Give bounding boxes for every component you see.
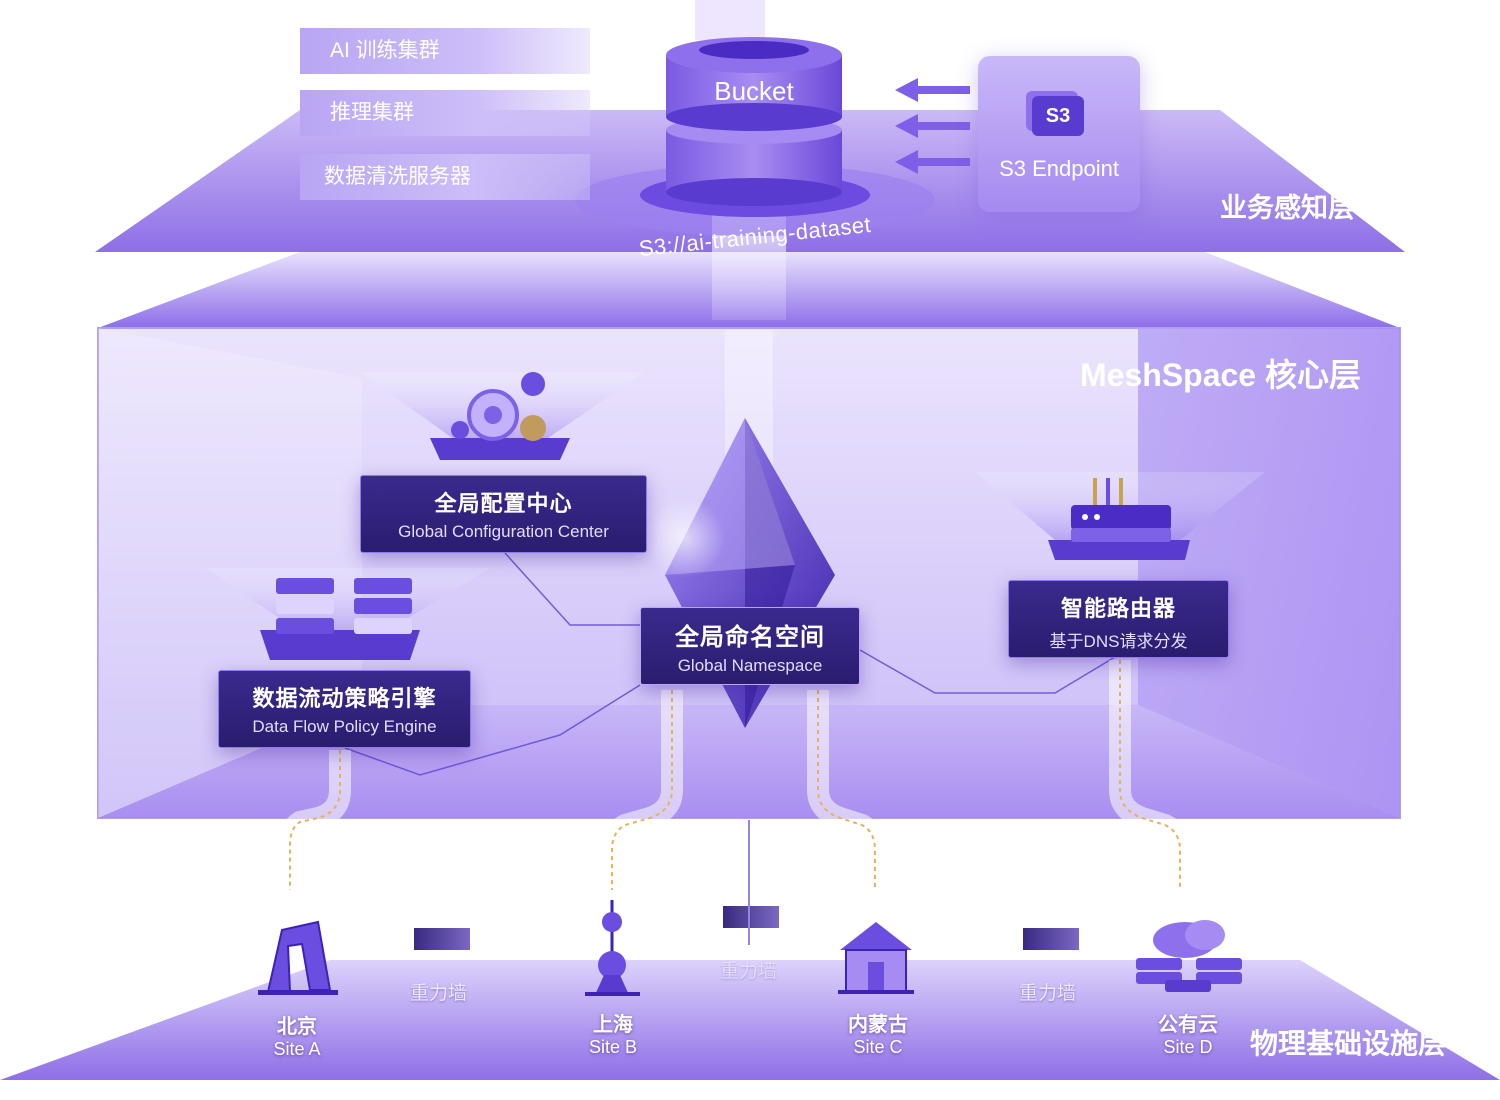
s3-badge-icon: S3 xyxy=(1032,96,1084,136)
bucket-label: Bucket xyxy=(714,76,794,106)
site-beijing-en: Site A xyxy=(273,1039,321,1059)
site-inner-mongolia: 内蒙古 Site C xyxy=(818,1008,938,1058)
namespace-cn: 全局命名空间 xyxy=(675,624,825,651)
policy-engine-cn: 数据流动策略引擎 xyxy=(252,686,437,711)
cloud-servers-icon xyxy=(1136,920,1242,992)
config-center-box: 全局配置中心 Global Configuration Center xyxy=(360,475,647,553)
policy-engine-box: 数据流动策略引擎 Data Flow Policy Engine xyxy=(218,670,471,748)
config-center-cn: 全局配置中心 xyxy=(434,491,573,516)
site-public-cloud: 公有云 Site D xyxy=(1128,1008,1248,1058)
bucket-lower-base xyxy=(666,178,842,206)
gravity-wall-label-3: 重力墙 xyxy=(1019,983,1077,1004)
crystal-glow xyxy=(645,498,725,578)
bucket-top-hole xyxy=(699,41,809,59)
yurt-icon xyxy=(838,922,914,994)
core-layer-title: MeshSpace 核心层 xyxy=(1080,357,1361,393)
flow-dots xyxy=(289,660,1181,890)
gravity-wall-1 xyxy=(414,928,470,950)
config-center-en: Global Configuration Center xyxy=(398,522,609,541)
gears-icon xyxy=(451,372,546,441)
gravity-wall-label-2: 重力墙 xyxy=(720,961,778,982)
site-public-cloud-cn: 公有云 xyxy=(1158,1014,1218,1036)
router-en: 基于DNS请求分发 xyxy=(1049,632,1188,651)
site-inner-mongolia-en: Site C xyxy=(853,1037,903,1057)
physical-layer-title: 物理基础设施层 xyxy=(1250,1028,1447,1059)
site-beijing: 北京 Site A xyxy=(237,1010,357,1060)
stack-blocks-icon xyxy=(276,578,412,634)
router-base xyxy=(1048,540,1190,560)
gravity-wall-3 xyxy=(1023,928,1079,950)
connector-lines xyxy=(344,552,1116,776)
top-beam xyxy=(695,0,765,40)
site-shanghai-en: Site B xyxy=(588,1037,638,1057)
router-device-icon xyxy=(1071,478,1171,542)
client-data-cleaning: 数据清洗服务器 xyxy=(300,154,590,200)
client-inference: 推理集群 xyxy=(300,90,590,136)
site-inner-mongolia-cn: 内蒙古 xyxy=(848,1014,908,1036)
physical-platform xyxy=(0,960,1500,1080)
policy-engine-en: Data Flow Policy Engine xyxy=(252,717,437,736)
site-public-cloud-en: Site D xyxy=(1163,1037,1213,1057)
s3-endpoint-card: S3 S3 Endpoint xyxy=(978,56,1140,212)
s3-arrows xyxy=(895,78,970,174)
beijing-icon xyxy=(258,920,338,995)
site-beijing-cn: 北京 xyxy=(277,1016,317,1038)
s3-endpoint-label: S3 Endpoint xyxy=(999,156,1119,181)
gravity-wall-label-1: 重力墙 xyxy=(410,983,468,1004)
namespace-en: Global Namespace xyxy=(677,656,823,675)
business-layer-title: 业务感知层 xyxy=(1220,193,1355,223)
gravity-wall-2 xyxy=(723,906,779,928)
policy-base xyxy=(260,630,420,660)
router-cn: 智能路由器 xyxy=(1060,596,1176,621)
core-right-wall xyxy=(1138,328,1400,818)
router-box: 智能路由器 基于DNS请求分发 xyxy=(1008,580,1229,658)
client-ai-training: AI 训练集群 xyxy=(300,28,590,74)
config-base xyxy=(430,438,570,460)
namespace-box: 全局命名空间 Global Namespace xyxy=(640,607,860,685)
shanghai-tower-icon xyxy=(585,900,640,996)
site-shanghai: 上海 Site B xyxy=(553,1008,673,1058)
site-shanghai-cn: 上海 xyxy=(593,1014,633,1036)
bucket-upper-base xyxy=(666,103,842,131)
